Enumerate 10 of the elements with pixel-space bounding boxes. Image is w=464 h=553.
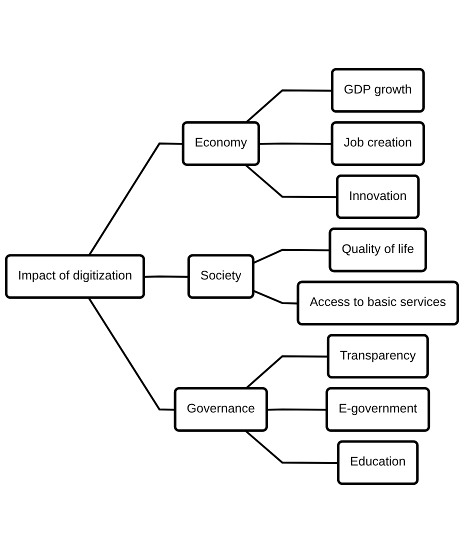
connector [144, 276, 190, 278]
connector [245, 355, 328, 390]
connector [267, 408, 328, 411]
connector [253, 290, 298, 304]
connector [88, 297, 176, 411]
connector [259, 142, 332, 145]
connector [253, 248, 330, 264]
connector [245, 164, 338, 198]
connector [88, 142, 184, 256]
connector [245, 430, 339, 464]
